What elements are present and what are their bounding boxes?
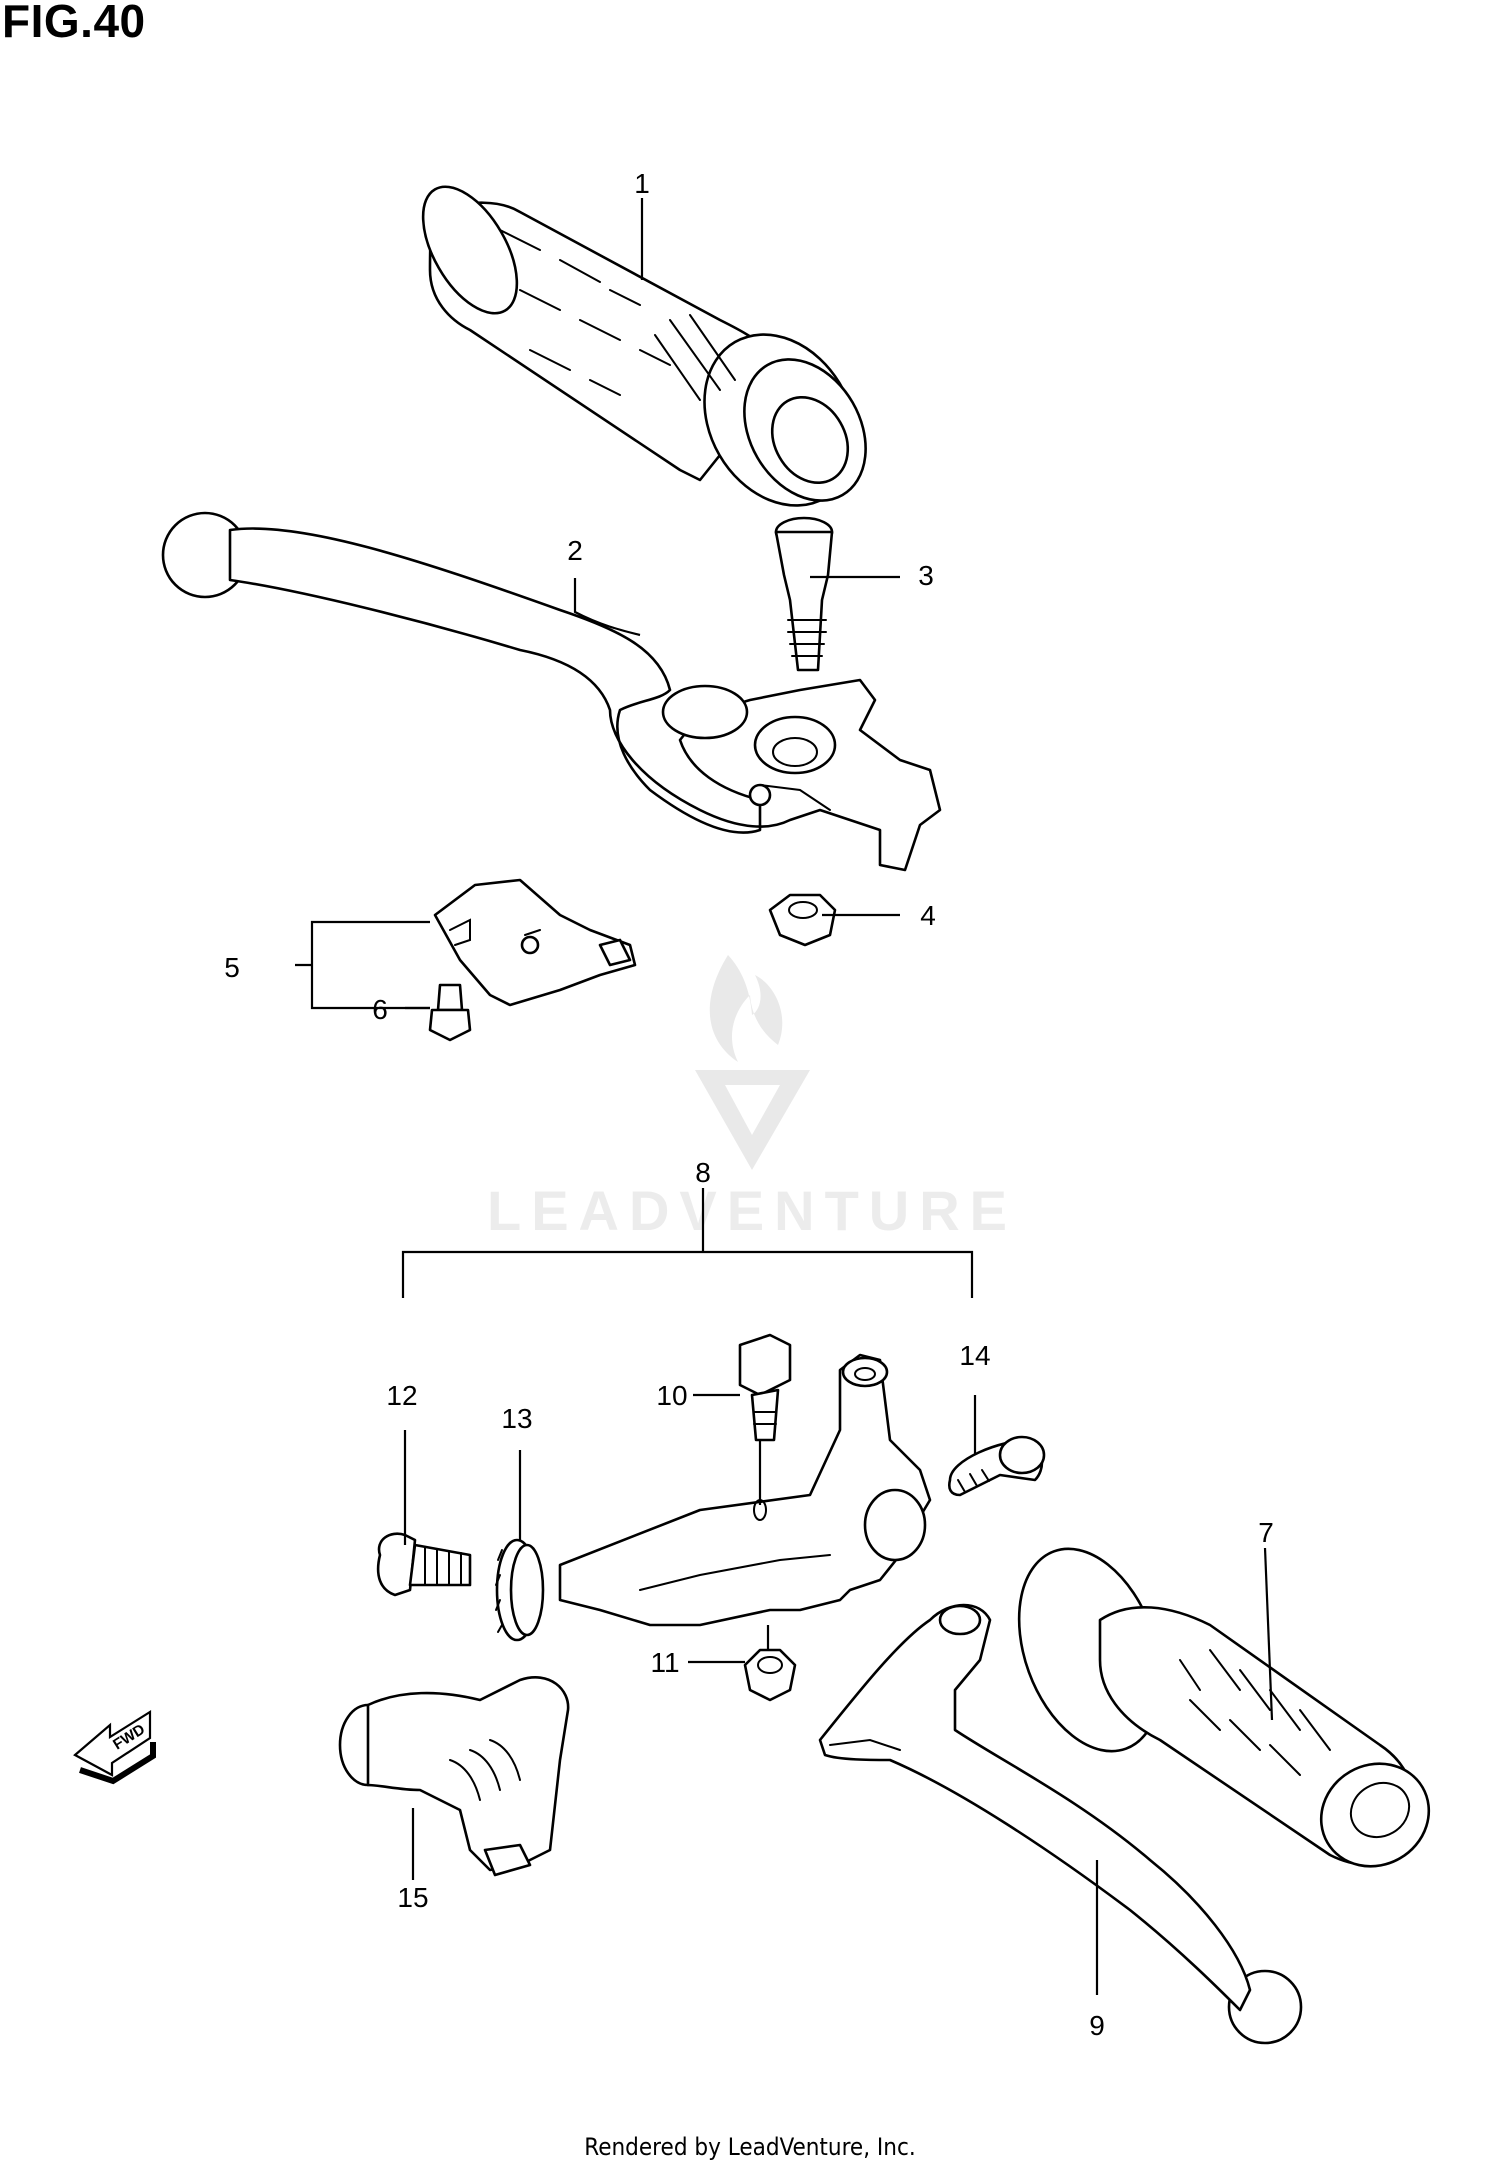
callout-11: 11: [650, 1647, 679, 1678]
part-9-clutch-lever: [818, 1603, 1303, 2045]
part-13-adjuster: [495, 1538, 545, 1642]
callout-4: 4: [920, 900, 936, 931]
callout-labels: 1 2 3 4 5 6 7 8 9 10 11 12 13 14 15: [224, 168, 1274, 2041]
part-6-screw: [428, 983, 472, 1042]
part-14-bolt: [948, 1435, 1046, 1497]
part-2-brake-lever: [161, 511, 942, 872]
callout-8: 8: [695, 1157, 711, 1188]
part-8-lever-holder: [558, 1353, 932, 1627]
fwd-direction-arrow: FWD: [73, 1710, 156, 1785]
callout-12: 12: [386, 1380, 417, 1411]
part-4-nut: [768, 893, 837, 947]
leadventure-watermark: LEADVENTURE: [487, 955, 1017, 1242]
footer-credit: Rendered by LeadVenture, Inc.: [584, 2133, 916, 2161]
part-11-nut: [743, 1648, 797, 1702]
callout-5: 5: [224, 952, 240, 983]
callout-6: 6: [372, 994, 388, 1025]
callout-2: 2: [567, 535, 583, 566]
callout-7: 7: [1258, 1517, 1274, 1548]
callout-10: 10: [656, 1380, 687, 1411]
callout-9: 9: [1089, 2010, 1105, 2041]
part-12-pivot-bolt: [376, 1532, 472, 1597]
callout-14: 14: [959, 1340, 990, 1371]
callout-3: 3: [918, 560, 934, 591]
figure-title: FIG.40: [2, 0, 146, 47]
callout-1: 1: [634, 168, 650, 199]
part-1-throttle-grip: [421, 185, 867, 507]
part-3-pivot-bolt: [774, 516, 834, 672]
watermark-text: LEADVENTURE: [487, 1179, 1017, 1242]
leader-lines: [295, 198, 1274, 1995]
part-10-bolt: [738, 1333, 792, 1442]
callout-13: 13: [501, 1403, 532, 1434]
part-7-left-grip: [1017, 1547, 1431, 1868]
callout-15: 15: [397, 1882, 428, 1913]
part-5-brake-switch: [433, 878, 637, 1007]
part-15-dust-boot: [338, 1676, 570, 1877]
